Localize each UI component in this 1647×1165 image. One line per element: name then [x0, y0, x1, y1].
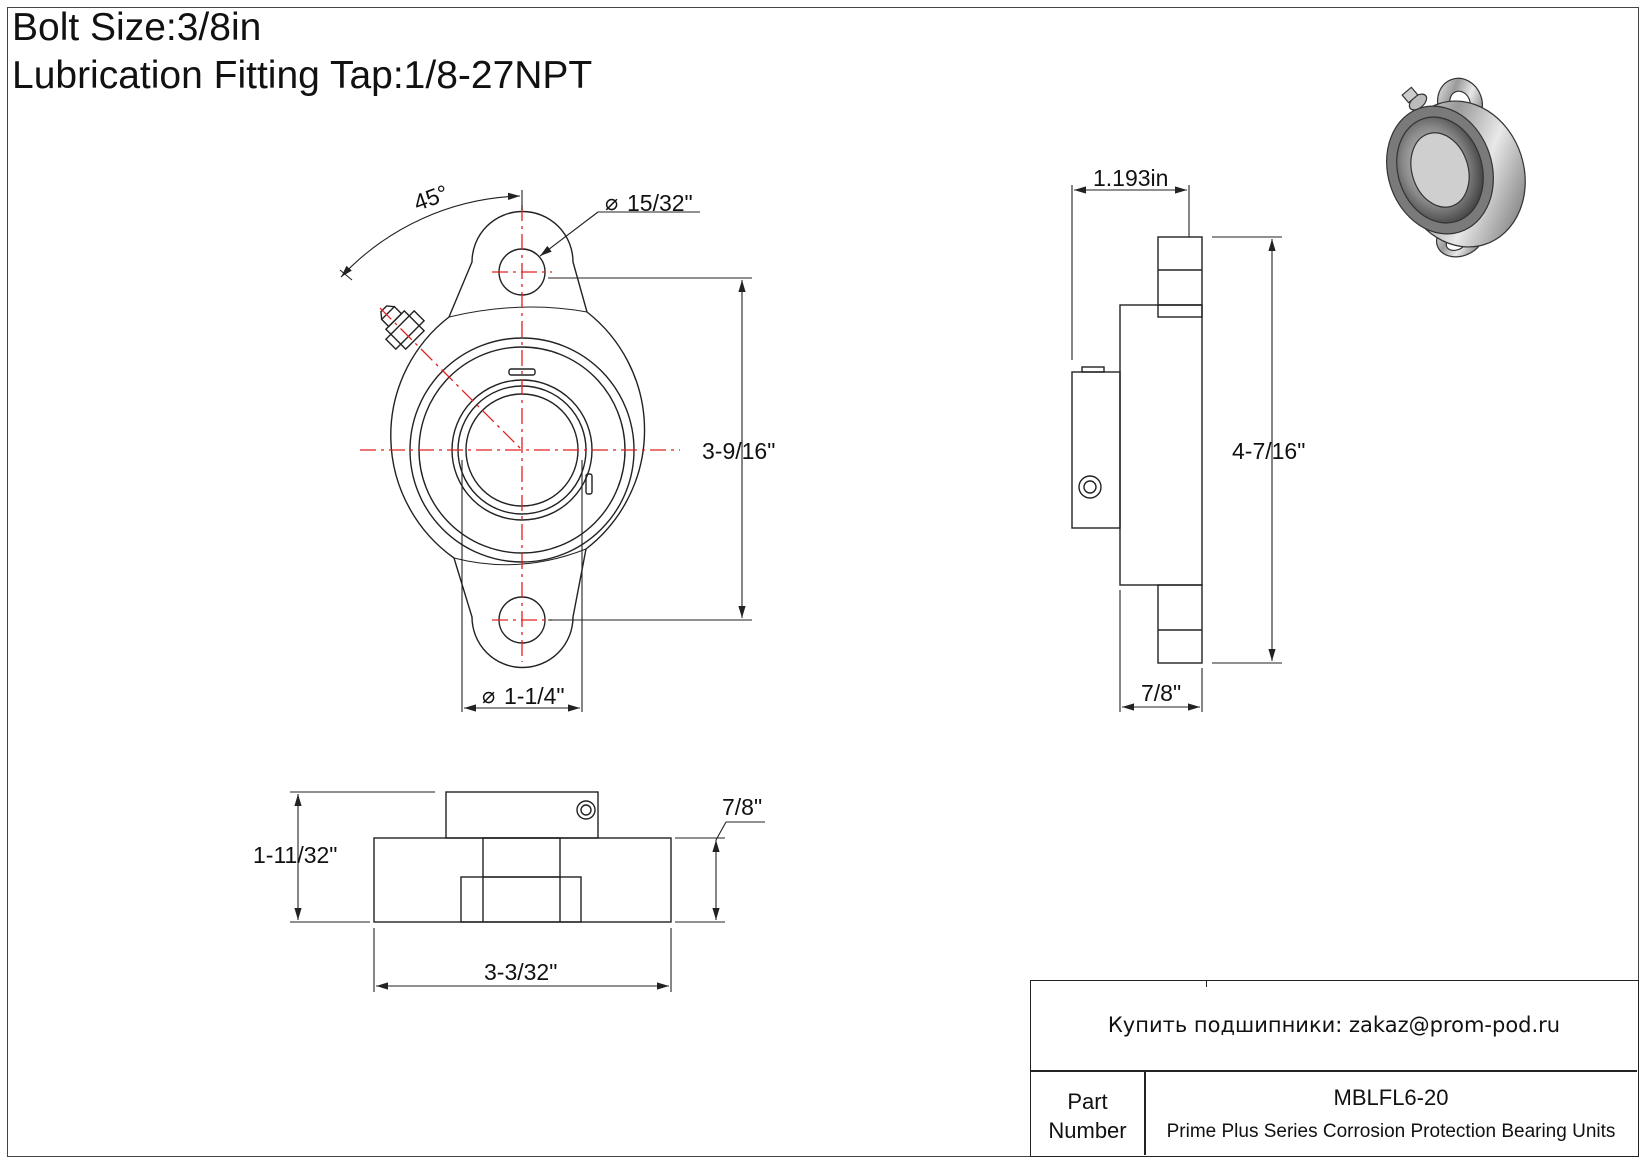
- title-block: Купить подшипники: zakaz@prom-pod.ru Par…: [1030, 980, 1639, 1157]
- drawing-frame: [7, 7, 1639, 1157]
- bearing-3d-icon: [1386, 77, 1526, 258]
- lube-fitting-label: Lubrication Fitting Tap:1/8-27NPT: [12, 54, 593, 97]
- front-view: [380, 210, 646, 669]
- grease-fitting: [380, 305, 426, 351]
- bottom-view: [373, 791, 672, 923]
- side-dimensions: [1071, 185, 1282, 712]
- part-label-2: Number: [1048, 1118, 1127, 1143]
- height-dim-text: 4-7/16": [1232, 438, 1305, 464]
- centerlines: [360, 205, 680, 662]
- side-offset-dim-text: 1.193in: [1093, 165, 1168, 191]
- side-view: [1071, 236, 1203, 664]
- part-description: Prime Plus Series Corrosion Protection B…: [1166, 1121, 1616, 1142]
- part-label-1: Part: [1067, 1089, 1108, 1114]
- bottom-dimensions: [290, 791, 765, 992]
- bottom-width-dim-text: 3-3/32": [484, 959, 557, 985]
- bolt-hole-dim-text: 15/32": [627, 190, 693, 216]
- bolt-spacing-dim-text: 3-9/16": [702, 438, 775, 464]
- bore-dim-text: 1-1/4": [504, 683, 565, 709]
- angle-dim-text: 45°: [410, 180, 452, 216]
- bottom-height-dim-text: 1-11/32": [253, 842, 337, 868]
- diameter-symbol-1: ⌀: [605, 190, 618, 215]
- diameter-symbol-2: ⌀: [482, 683, 495, 708]
- contact-email-text: Купить подшипники: zakaz@prom-pod.ru: [1107, 1013, 1561, 1037]
- bottom-flange-dim-text: 7/8": [722, 794, 762, 820]
- bolt-size-label: Bolt Size:3/8in: [12, 6, 262, 49]
- front-dimensions: [339, 190, 752, 712]
- side-thickness-dim-text: 7/8": [1141, 680, 1181, 706]
- part-number: MBLFL6-20: [1333, 1085, 1449, 1110]
- flange-outline: [390, 210, 646, 669]
